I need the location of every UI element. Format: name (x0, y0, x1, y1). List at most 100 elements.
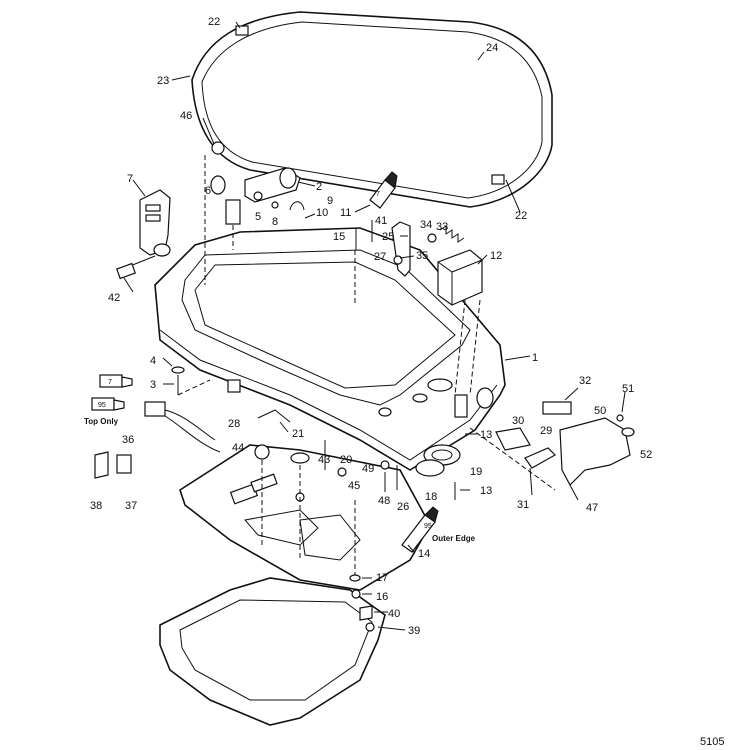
callout-40: 40 (388, 608, 400, 620)
callout-34: 34 (420, 219, 432, 231)
figure-number: 5105 (700, 736, 724, 748)
callout-35: 35 (416, 250, 428, 262)
tube-label-95b: 95 (424, 523, 432, 530)
tray-boss-2 (378, 407, 392, 417)
callout-45: 45 (348, 480, 360, 492)
screw-40 (359, 605, 373, 621)
callout-25: 25 (382, 231, 394, 243)
callout-24: 24 (486, 42, 498, 54)
part-2 (279, 167, 297, 189)
callout-51: 51 (622, 383, 634, 395)
callout-41: 41 (375, 215, 387, 227)
nut-49 (380, 460, 390, 470)
callout-38: 38 (90, 500, 102, 512)
alignment-lines (177, 155, 556, 575)
callout-13b: 13 (480, 485, 492, 497)
middle-parts (254, 409, 461, 500)
nut-16 (351, 589, 361, 599)
lower-fasteners (349, 574, 373, 621)
note-top-only: Top Only (84, 417, 119, 426)
grommet-44 (254, 444, 270, 460)
callout-43: 43 (318, 454, 330, 466)
gasket-18 (415, 459, 445, 477)
callout-30: 30 (512, 415, 524, 427)
nut-45 (337, 467, 347, 477)
part-29 (524, 447, 556, 469)
connector-36 (144, 401, 166, 417)
tray-plate (454, 394, 468, 418)
callout-27: 27 (374, 251, 386, 263)
callout-5: 5 (255, 211, 261, 223)
screw-51 (616, 414, 624, 422)
part-30 (495, 427, 531, 451)
callout-39: 39 (408, 625, 420, 637)
lower-cowl (159, 577, 386, 726)
handle-knob (153, 243, 171, 257)
handle-grip-2 (145, 214, 161, 222)
callout-14: 14 (418, 548, 430, 560)
callout-15: 15 (333, 231, 345, 243)
handle-grip-1 (145, 204, 161, 212)
part-52 (621, 427, 635, 437)
washer-43 (290, 452, 310, 464)
callout-47: 47 (586, 502, 598, 514)
callout-7: 7 (127, 173, 133, 185)
sealant-tube-11 (369, 171, 398, 209)
callout-44: 44 (232, 442, 244, 454)
callout-22a: 22 (208, 16, 220, 28)
tray-boss-1 (427, 378, 453, 392)
left-parts (91, 366, 241, 453)
callout-13a: 13 (480, 429, 492, 441)
callout-48: 48 (378, 495, 390, 507)
leader-lines (123, 21, 626, 631)
seal-joint-22b (491, 174, 505, 185)
plate-slot-2 (250, 473, 278, 493)
latch-block-12 (437, 249, 483, 306)
part-6 (210, 175, 226, 195)
callout-8: 8 (272, 216, 278, 228)
part-8 (271, 201, 279, 209)
latch-cluster (210, 141, 316, 225)
washer-4 (171, 366, 185, 374)
callout-37: 37 (125, 500, 137, 512)
nut-27 (393, 255, 403, 265)
callout-21: 21 (292, 428, 304, 440)
callout-36: 36 (122, 434, 134, 446)
bracket-47 (559, 417, 631, 486)
callout-49: 49 (362, 463, 374, 475)
callout-33: 33 (436, 221, 448, 233)
callout-19: 19 (470, 466, 482, 478)
callout-28: 28 (228, 418, 240, 430)
note-outer-edge: Outer Edge (432, 534, 476, 543)
washer-34 (427, 233, 437, 243)
bracket-group (355, 220, 411, 277)
callout-29: 29 (540, 425, 552, 437)
callout-12: 12 (490, 250, 502, 262)
callout-31: 31 (517, 499, 529, 511)
callout-26: 26 (397, 501, 409, 513)
latch-pin-42 (116, 262, 136, 280)
callout-17: 17 (376, 572, 388, 584)
callout-20: 20 (340, 454, 352, 466)
callout-2: 2 (316, 181, 322, 193)
callout-50: 50 (594, 405, 606, 417)
callout-10: 10 (316, 207, 328, 219)
tube-label-95a: 95 (98, 402, 106, 409)
washer-17 (349, 574, 361, 582)
callout-6: 6 (205, 185, 211, 197)
clip-38 (94, 451, 109, 479)
tray-hole-right (476, 387, 494, 409)
clip-37 (116, 454, 132, 474)
sealant-tube-95b (401, 506, 439, 553)
callout-4: 4 (150, 355, 156, 367)
grommet-tray (227, 379, 241, 393)
spring-group (427, 225, 465, 243)
callout-22b: 22 (515, 210, 527, 222)
callout-1: 1 (532, 352, 538, 364)
callout-52: 52 (640, 449, 652, 461)
callout-23: 23 (157, 75, 169, 87)
part-46 (211, 141, 225, 155)
callout-3: 3 (150, 379, 156, 391)
callout-16: 16 (376, 591, 388, 603)
